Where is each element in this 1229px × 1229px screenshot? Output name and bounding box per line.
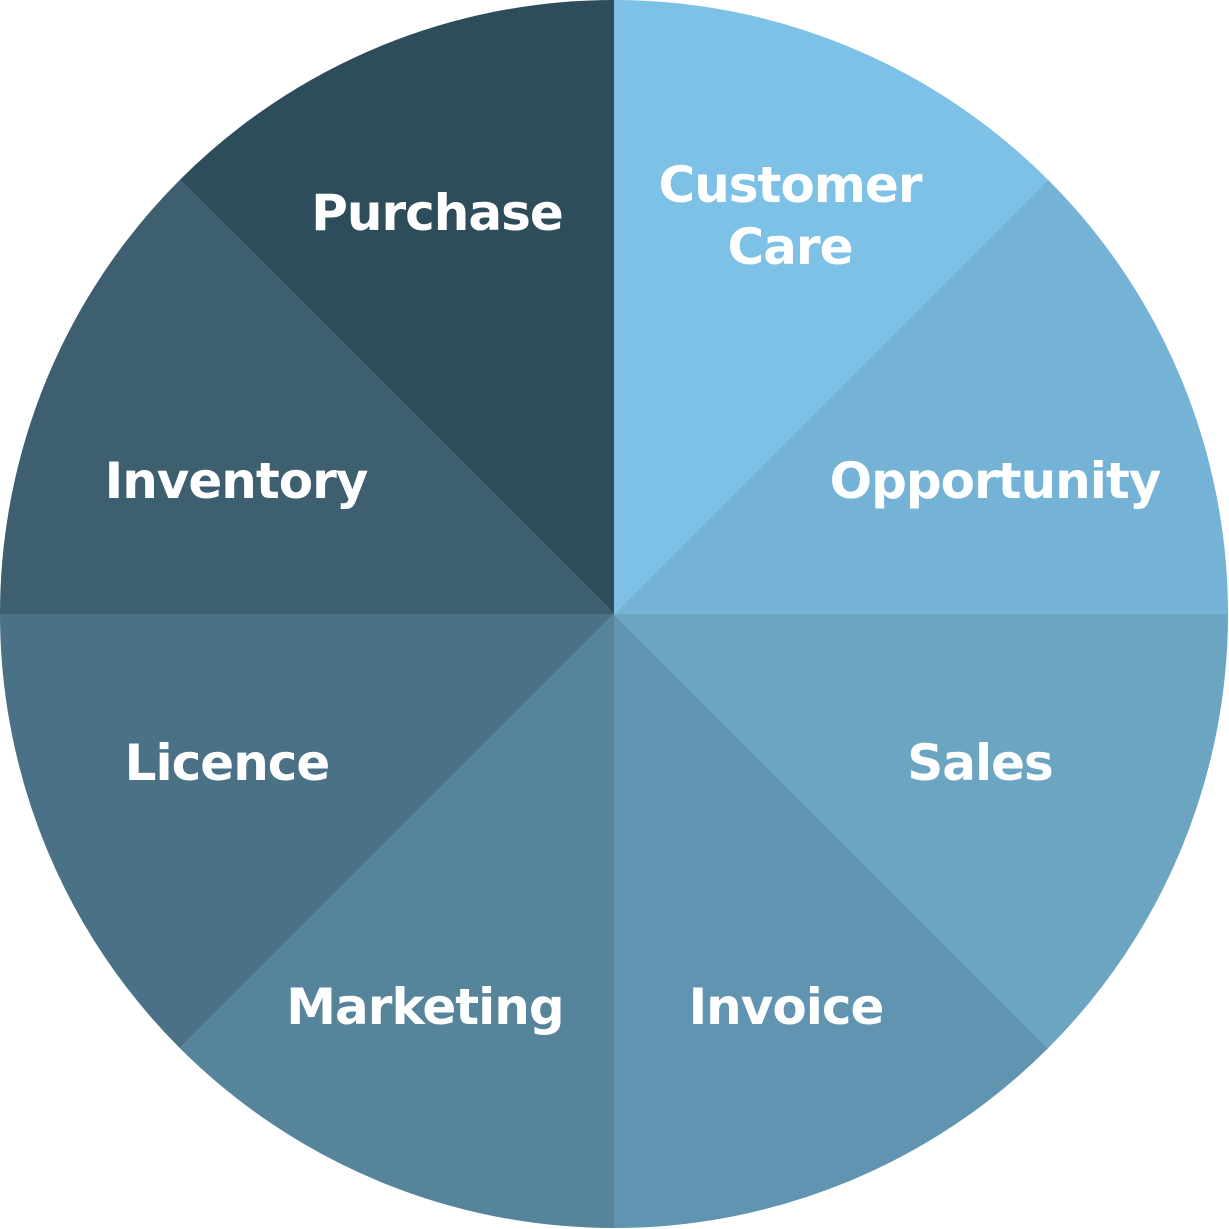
label-line: Customer [659,156,923,214]
slice-inventory [0,179,614,614]
label-inventory: Inventory [105,452,368,510]
label-licence: Licence [125,734,330,792]
slice-customer-care [614,0,1049,614]
slice-purchase [179,0,614,614]
label-line: Invoice [689,978,884,1036]
slice-opportunity [614,179,1228,614]
label-line: Licence [125,734,330,792]
slice-sales [614,614,1228,1049]
label-invoice: Invoice [689,978,884,1036]
label-purchase: Purchase [311,184,563,242]
label-line: Marketing [286,978,563,1036]
slice-invoice [614,614,1049,1228]
label-line: Care [727,218,852,276]
label-line: Opportunity [830,452,1161,510]
label-marketing: Marketing [286,978,563,1036]
slice-licence [0,614,614,1049]
label-sales: Sales [907,734,1053,792]
label-line: Purchase [311,184,563,242]
label-line: Sales [907,734,1053,792]
slice-marketing [179,614,614,1228]
label-opportunity: Opportunity [830,452,1161,510]
label-line: Inventory [105,452,368,510]
